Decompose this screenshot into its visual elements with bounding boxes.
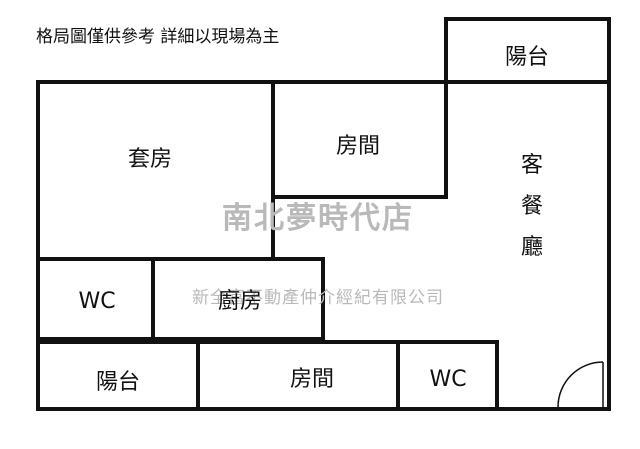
walls — [36, 17, 611, 411]
room-label-wc-left: WC — [78, 289, 115, 314]
room-label-living-1: 客 — [521, 153, 543, 178]
wall-outer — [36, 80, 611, 411]
room-label-master-suite: 套房 — [128, 147, 172, 172]
room-label-living-3: 廳 — [521, 235, 543, 260]
room-label-bedroom-top: 房間 — [336, 134, 380, 159]
watermark-company-name: 新全富不動產仲介經紀有限公司 — [192, 288, 444, 308]
room-label-bedroom-bottom: 房間 — [290, 367, 334, 392]
disclaimer-note: 格局圖僅供參考 詳細以現場為主 — [36, 27, 279, 47]
room-label-balcony-bottom: 陽台 — [96, 370, 140, 395]
room-label-balcony-top: 陽台 — [505, 45, 549, 70]
room-label-wc-bottom: WC — [429, 367, 466, 392]
entrance-door — [557, 361, 604, 408]
room-label-kitchen: 廚房 — [218, 289, 262, 314]
room-label-living-2: 餐 — [521, 194, 543, 219]
watermark-store-name: 南北夢時代店 — [222, 201, 414, 236]
